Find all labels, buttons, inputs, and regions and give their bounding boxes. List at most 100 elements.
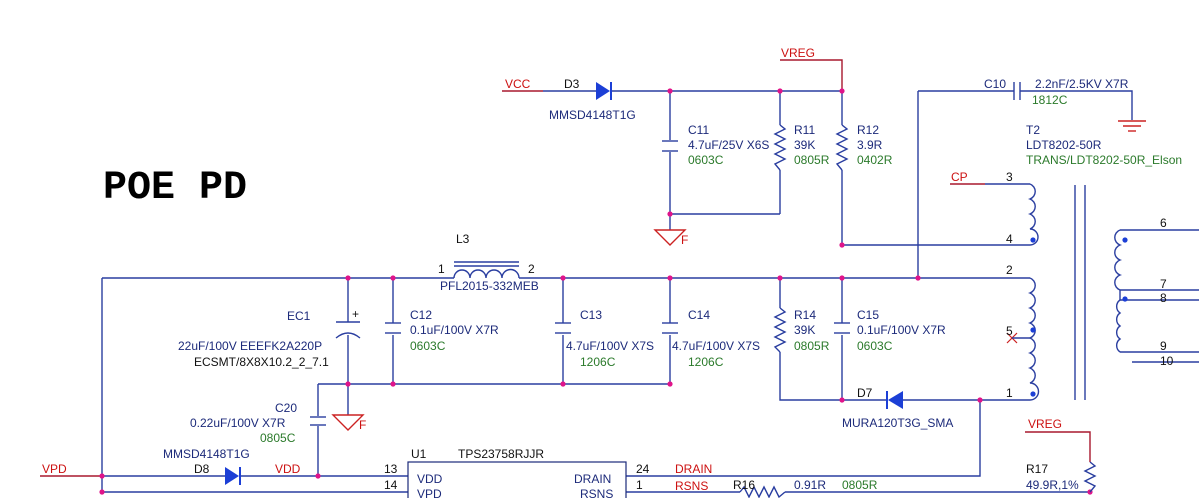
d7-value: MURA120T3G_SMA [842, 416, 953, 430]
c12-value: 0.1uF/100V X7R [410, 323, 499, 337]
u1-pin-14: 14 [384, 478, 398, 492]
r16-ref: R16 [733, 478, 755, 492]
t2-pin-1: 1 [1006, 386, 1013, 400]
d3-value: MMSD4148T1G [549, 108, 636, 122]
r12-value: 3.9R [857, 138, 883, 152]
c12-pkg: 0603C [410, 339, 446, 353]
capacitor-c11[interactable]: C11 4.7uF/25V X6S 0603C [662, 123, 769, 167]
junctions [99, 88, 1093, 495]
c20-pkg: 0805C [260, 431, 296, 445]
c14-value: 4.7uF/100V X7S [672, 339, 760, 353]
t2-pin-6: 6 [1160, 216, 1167, 230]
net-cp: CP [951, 170, 968, 184]
c14-ref: C14 [688, 308, 710, 322]
d8-ref: D8 [194, 462, 210, 476]
capacitor-c15[interactable]: C15 0.1uF/100V X7R 0603C [834, 308, 946, 353]
c15-ref: C15 [857, 308, 879, 322]
capacitor-c20[interactable]: C20 0.22uF/100V X7R 0805C [190, 401, 326, 445]
t2-pin-5: 5 [1006, 324, 1013, 338]
c15-pkg: 0603C [857, 339, 893, 353]
ground-icon-c11: F [653, 229, 688, 247]
r11-ref: R11 [794, 123, 815, 137]
ground-icon [1118, 120, 1146, 132]
r14-ref: R14 [794, 308, 816, 322]
diode-d7[interactable]: D7 MURA120T3G_SMA [842, 386, 953, 430]
capacitor-ec1[interactable]: + EC1 22uF/100V EEEFK2A220P ECSMT/8X8X10… [178, 307, 361, 369]
ground-icon-ec1: F [331, 414, 366, 432]
net-vreg-top: VREG [781, 46, 815, 60]
t2-ref: T2 [1026, 123, 1040, 137]
u1-pin-13: 13 [384, 462, 398, 476]
r17-value: 49.9R,1% [1026, 478, 1079, 492]
c12-ref: C12 [410, 308, 432, 322]
ec1-ref: EC1 [287, 309, 311, 323]
c13-value: 4.7uF/100V X7S [566, 339, 654, 353]
net-rsns: RSNS [675, 479, 708, 493]
diode-d3[interactable]: D3 MMSD4148T1G [549, 77, 636, 122]
u1-pin-drain: DRAIN [574, 472, 611, 486]
r11-value: 39K [794, 138, 815, 152]
net-vreg-right: VREG [1028, 417, 1062, 431]
diode-d8[interactable]: MMSD4148T1G D8 [163, 447, 250, 485]
l3-pin1: 1 [438, 262, 445, 276]
net-vcc: VCC [505, 77, 531, 91]
net-labels: VCC VREG CP VPD VDD DRAIN RSNS VREG [42, 46, 1062, 493]
resistor-r17[interactable]: R17 49.9R,1% [1026, 461, 1097, 493]
r16-value: 0.91R [794, 478, 826, 492]
c11-pkg: 0603C [688, 153, 724, 167]
c20-value: 0.22uF/100V X7R [190, 416, 286, 430]
net-drain: DRAIN [675, 462, 712, 476]
page-title: POE PD [103, 166, 247, 211]
resistor-r11[interactable]: R11 39K 0805R [773, 123, 830, 171]
d8-value: MMSD4148T1G [163, 447, 250, 461]
l3-value: PFL2015-332MEB [440, 279, 539, 293]
c13-pkg: 1206C [580, 355, 616, 369]
resistor-r16[interactable]: R16 0.91R 0805R [733, 478, 878, 498]
capacitor-c10[interactable]: C10 2.2nF/2.5KV X7R 1812C [984, 77, 1129, 107]
capacitor-c13[interactable]: C13 4.7uF/100V X7S 1206C [555, 308, 654, 369]
t2-pin-10: 10 [1160, 354, 1174, 368]
t2-part: TRANS/LDT8202-50R_Elson [1026, 153, 1182, 167]
t2-pin-9: 9 [1160, 339, 1167, 353]
u1-pin-rsns: RSNS [580, 487, 613, 498]
capacitor-c14[interactable]: C14 4.7uF/100V X7S 1206C [662, 308, 760, 369]
r17-ref: R17 [1026, 462, 1048, 476]
wires [40, 59, 1199, 493]
d7-ref: D7 [857, 386, 873, 400]
c10-pkg: 1812C [1032, 93, 1068, 107]
resistor-r14[interactable]: R14 39K 0805R [773, 307, 830, 353]
inductor-l3[interactable]: L3 1 2 PFL2015-332MEB [438, 232, 539, 293]
ground-mark: F [359, 418, 366, 432]
r12-ref: R12 [857, 123, 879, 137]
u1-pin-vpd: VPD [417, 487, 442, 498]
u1-pin-24: 24 [636, 462, 650, 476]
c20-ref: C20 [275, 401, 297, 415]
ec1-pkg: ECSMT/8X8X10.2_2_7.1 [194, 355, 329, 369]
u1-pin-vdd: VDD [417, 472, 443, 486]
r16-pkg: 0805R [842, 478, 878, 492]
r14-pkg: 0805R [794, 339, 830, 353]
resistor-r12[interactable]: R12 3.9R 0402R [835, 123, 893, 171]
c11-ref: C11 [688, 123, 709, 137]
t2-pin-3: 3 [1006, 170, 1013, 184]
c11-value: 4.7uF/25V X6S [688, 138, 769, 152]
capacitor-c12[interactable]: C12 0.1uF/100V X7R 0603C [385, 308, 499, 353]
u1-value: TPS23758RJJR [458, 447, 544, 461]
r12-pkg: 0402R [857, 153, 893, 167]
c10-ref: C10 [984, 77, 1006, 91]
ec1-value: 22uF/100V EEEFK2A220P [178, 339, 322, 353]
c10-value: 2.2nF/2.5KV X7R [1035, 77, 1129, 91]
c15-value: 0.1uF/100V X7R [857, 323, 946, 337]
c14-pkg: 1206C [688, 355, 724, 369]
u1-pin-1: 1 [636, 478, 643, 492]
u1-ref: U1 [411, 447, 427, 461]
ic-u1[interactable]: U1 TPS23758RJJR 13 14 VDD VPD DRAIN RSNS… [384, 447, 650, 498]
t2-pin-8: 8 [1160, 291, 1167, 305]
c13-ref: C13 [580, 308, 602, 322]
l3-ref: L3 [456, 232, 470, 246]
net-vpd: VPD [42, 462, 67, 476]
t2-value: LDT8202-50R [1026, 138, 1102, 152]
transformer-t2[interactable]: T2 LDT8202-50R TRANS/LDT8202-50R_Elson 3… [1006, 123, 1182, 401]
t2-pin-4: 4 [1006, 232, 1013, 246]
d3-ref: D3 [564, 77, 580, 91]
